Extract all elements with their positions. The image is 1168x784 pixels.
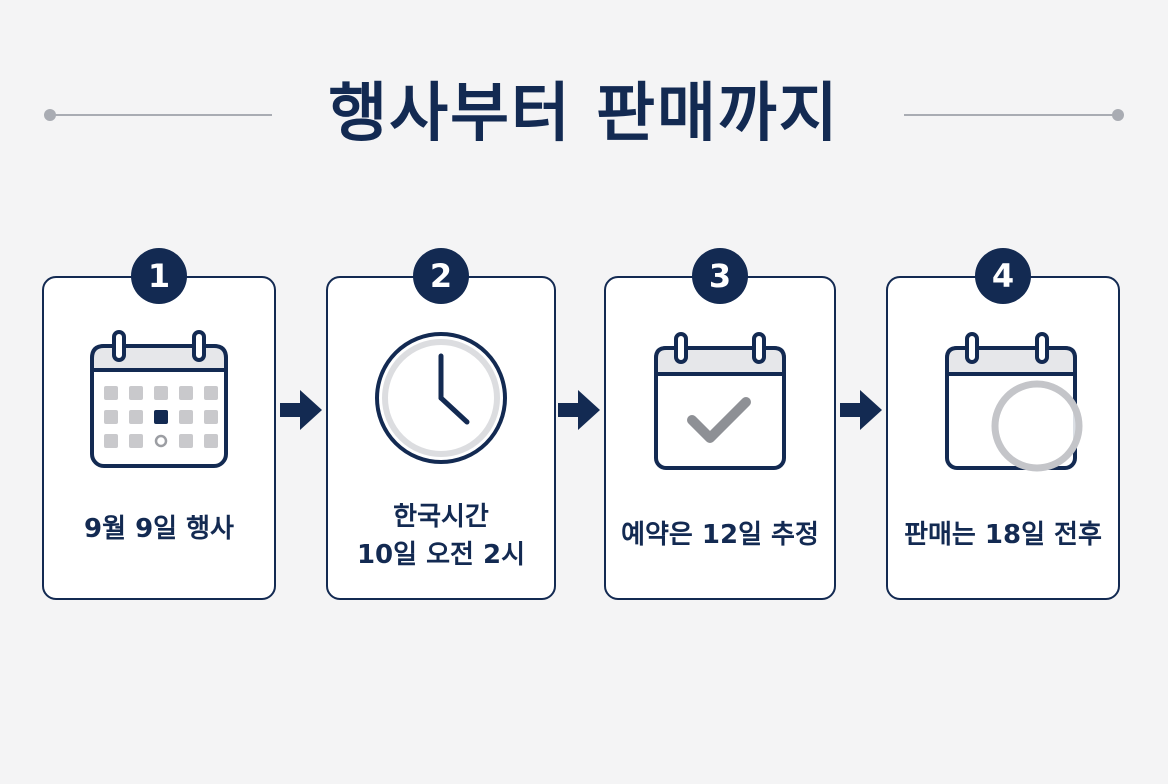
step-caption-4-line-1: 판매는 18일 전후 (904, 520, 1102, 550)
step-caption-3-line-1: 예약은 12일 추정 (621, 520, 819, 550)
title-rule-right (904, 114, 1118, 116)
step-card-3: 3 예약은 12일 추정 (604, 248, 836, 600)
calendar-check-icon (654, 332, 786, 470)
step-caption-2: 한국시간 10일 오전 2시 (328, 498, 554, 574)
title-rule-left (50, 114, 272, 116)
clock-icon (375, 332, 507, 464)
calendar-grid-icon (90, 330, 228, 468)
step-card-2: 2 한국시간 10일 오전 2시 (326, 248, 556, 600)
step-caption-1-line-1: 9월 9일 행사 (84, 514, 234, 544)
arrow-right-icon (280, 390, 322, 430)
step-caption-2-line-2: 10일 오전 2시 (356, 540, 526, 570)
step-card-4: 4 판매는 18일 전후 (886, 248, 1120, 600)
step-caption-1: 9월 9일 행사 (44, 510, 274, 548)
title-rule-left-dot (44, 109, 56, 121)
step-caption-4: 판매는 18일 전후 (888, 516, 1118, 554)
page-title: 행사부터 판매까지 (328, 77, 840, 151)
step-caption-3: 예약은 12일 추정 (606, 516, 834, 554)
step-card-1: 1 (42, 248, 276, 600)
title-rule-right-dot (1112, 109, 1124, 121)
step-number-badge-3: 3 (692, 248, 748, 304)
step-caption-2-line-1: 한국시간 (393, 502, 489, 532)
step-number-badge-4: 4 (975, 248, 1031, 304)
arrow-right-icon (840, 390, 882, 430)
arrow-right-icon (558, 390, 600, 430)
step-number-badge-2: 2 (413, 248, 469, 304)
calendar-circle-icon (945, 332, 1083, 472)
step-number-badge-1: 1 (131, 248, 187, 304)
